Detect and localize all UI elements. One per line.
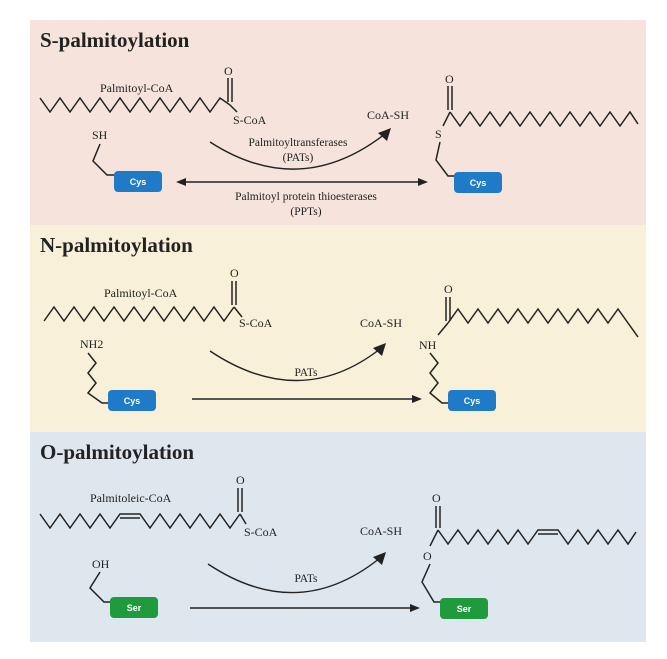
carbonyl-oxygen: O [236,473,245,487]
palmitoyl-chain [39,96,231,114]
leaving-group: S-CoA [239,316,273,330]
carbonyl-oxygen: O [224,64,233,78]
enzyme-label: PATs [294,573,318,585]
palmitoyl-chain [43,305,235,323]
enzyme-reverse-abbr: (PPTs) [290,206,321,218]
product-chain [447,307,639,338]
reagent-label: Palmitoleic-CoA [90,491,172,505]
o-palmitoylation-panel: O-palmitoylation O Palmitoleic-CoA S-CoA… [30,432,646,642]
cys-residue-box [114,171,162,192]
forward-arrow [209,133,386,170]
residue-label: Cys [130,177,147,187]
enzyme-forward-abbr: (PATs) [283,152,314,164]
ser-residue-box-product [440,598,488,619]
leaving-group: S-CoA [244,525,278,539]
s-palmitoylation-panel: S-palmitoylation O Palmitoyl-CoA S-CoA C… [30,20,646,225]
panel-title: O-palmitoylation [40,440,195,464]
n-palmitoylation-panel: N-palmitoylation O Palmitoyl-CoA S-CoA C… [30,225,646,432]
enzyme-forward: Palmitoyltransferases [248,137,348,149]
product-residue-label: Cys [470,178,487,188]
product-chain [449,110,639,128]
product-carbonyl-oxygen: O [444,282,453,296]
carbonyl-oxygen: O [230,266,239,280]
product-link-atom: NH [419,338,437,352]
palmitoleoyl-chain [39,512,241,530]
residue-label: Ser [127,603,142,613]
panel-title: N-palmitoylation [40,233,193,257]
product-carbonyl-oxygen: O [432,491,441,505]
reagent-label: Palmitoyl-CoA [100,81,174,95]
leaving-group: S-CoA [233,113,267,127]
cys-residue-box [108,390,156,411]
product-residue-label: Cys [464,396,481,406]
enzyme-label: PATs [294,367,318,379]
o-palmitoylation-scheme: O Palmitoleic-CoA S-CoA CoA-SH OH Ser PA… [39,473,637,619]
product-residue-label: Ser [457,604,472,614]
cys-residue-box-product [448,390,496,411]
forward-arrow [209,348,381,382]
product-carbonyl-oxygen: O [445,72,454,86]
cys-residue-box-product [454,172,502,193]
residue-label: Cys [124,396,141,406]
product-link-atom: O [423,549,432,563]
byproduct-label: CoA-SH [367,108,409,122]
byproduct-label: CoA-SH [360,316,402,330]
ser-residue-box [110,597,158,618]
panel-title: S-palmitoylation [40,28,190,52]
product-chain [437,528,637,546]
reagent-label: Palmitoyl-CoA [104,286,178,300]
s-palmitoylation-scheme: O Palmitoyl-CoA S-CoA CoA-SH SH Cys Palm… [39,64,639,218]
substrate-group: NH2 [80,337,103,351]
product-link-atom: S [435,127,442,141]
byproduct-label: CoA-SH [360,524,402,538]
forward-arrow [207,557,381,594]
substrate-group: SH [92,128,108,142]
enzyme-reverse: Palmitoyl protein thioesterases [235,191,377,203]
substrate-group: OH [92,557,110,571]
n-palmitoylation-scheme: O Palmitoyl-CoA S-CoA CoA-SH NH2 Cys PAT… [43,266,639,411]
